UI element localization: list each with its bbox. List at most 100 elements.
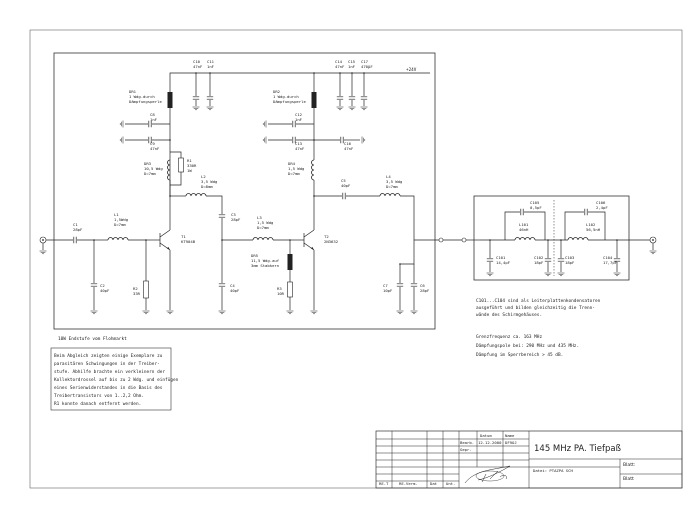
svg-text:1nF: 1nF (207, 64, 215, 69)
svg-text:C4: C4 (230, 283, 235, 288)
svg-text:D=7mm: D=7mm (386, 184, 398, 189)
svg-text:KT904B: KT904B (181, 239, 196, 244)
note-text: Beim Abgleich zeigten einige Exemplare z… (54, 353, 179, 407)
svg-text:R1: R1 (187, 158, 192, 163)
svg-text:C11: C11 (207, 59, 215, 64)
svg-text:3mm Stabkern: 3mm Stabkern (251, 263, 279, 268)
svg-text:C9: C9 (150, 141, 155, 146)
svg-text:18pF: 18pF (534, 260, 544, 265)
svg-text:1nF: 1nF (150, 117, 158, 122)
svg-text:Dat: Dat (430, 481, 437, 486)
svg-text:RE-T: RE-T (379, 481, 389, 486)
svg-text:1nF: 1nF (295, 117, 303, 122)
amplifier-box (53, 52, 436, 330)
svg-text:DR2: DR2 (273, 89, 281, 94)
svg-text:1 Wdg.durch: 1 Wdg.durch (273, 94, 299, 99)
svg-text:17,7pF: 17,7pF (603, 260, 618, 265)
svg-text:28pF: 28pF (231, 217, 241, 222)
svg-text:330R: 330R (187, 163, 197, 168)
svg-text:28pF: 28pF (73, 227, 83, 232)
svg-text:L3: L3 (257, 215, 262, 220)
svg-text:47nF: 47nF (295, 146, 305, 151)
svg-text:10R: 10R (277, 291, 285, 296)
svg-text:R1 konnte danach entfernt werd: R1 konnte danach entfernt werden. (54, 401, 141, 407)
svg-text:Blatt: Blatt (623, 476, 634, 482)
rf-input (39, 236, 73, 255)
svg-text:10,5 Wdg: 10,5 Wdg (144, 166, 163, 171)
transistor-t1 (159, 185, 174, 315)
svg-text:C5: C5 (341, 178, 346, 183)
svg-text:C103: C103 (565, 255, 575, 260)
svg-text:28pF: 28pF (420, 288, 430, 293)
svg-text:40pF: 40pF (100, 288, 110, 293)
svg-text:D=8mm: D=8mm (201, 184, 213, 189)
svg-text:C2: C2 (100, 283, 105, 288)
svg-text:C17: C17 (361, 59, 369, 64)
svg-text:T2: T2 (324, 234, 329, 239)
filter-notes: C101...C104 sind als Leiterplattenkonden… (476, 298, 601, 318)
svg-text:46nH: 46nH (519, 227, 529, 232)
svg-text:33R: 33R (133, 291, 141, 296)
svg-text:C13: C13 (295, 141, 303, 146)
svg-text:1W: 1W (187, 168, 192, 173)
svg-text:40pF: 40pF (230, 288, 240, 293)
svg-text:C102: C102 (534, 255, 544, 260)
svg-text:47nF: 47nF (193, 64, 203, 69)
filter-box (473, 195, 630, 281)
svg-text:stufe. Abhilfe brachte ein ver: stufe. Abhilfe brachte ein verkleinern d… (54, 369, 165, 375)
svg-text:Name: Name (505, 433, 515, 438)
svg-text:DF9OJ: DF9OJ (505, 440, 517, 445)
transistor-t2 (303, 196, 318, 315)
svg-text:3,5 Wdg: 3,5 Wdg (386, 179, 402, 184)
svg-text:Blatt:: Blatt: (623, 462, 636, 468)
svg-text:C106: C106 (596, 200, 606, 205)
rail-label: +24V (406, 67, 417, 73)
svg-text:D=7mm: D=7mm (114, 222, 126, 227)
svg-text:eines Serienwiderstandes in di: eines Serienwiderstandes in die Basis de… (54, 385, 163, 391)
svg-text:2N3632: 2N3632 (324, 239, 339, 244)
svg-text:L2: L2 (201, 174, 206, 179)
svg-text:DR1: DR1 (129, 89, 137, 94)
svg-text:470μF: 470μF (361, 64, 373, 69)
svg-text:L1: L1 (114, 212, 119, 217)
svg-text:Bearb.: Bearb. (460, 440, 474, 445)
svg-text:Dämpfungsperle: Dämpfungsperle (273, 99, 306, 104)
svg-text:D=7mm: D=7mm (288, 171, 300, 176)
svg-text:C10: C10 (193, 59, 201, 64)
svg-text:18pF: 18pF (565, 260, 575, 265)
svg-text:R3: R3 (277, 286, 282, 291)
svg-text:C1: C1 (73, 222, 78, 227)
svg-text:Dämpfung im Sperrbereich > 45: Dämpfung im Sperrbereich > 45 dB. (476, 352, 563, 358)
svg-text:C15: C15 (348, 59, 356, 64)
svg-text:L4: L4 (386, 174, 391, 179)
svg-text:56,5nH: 56,5nH (586, 227, 601, 232)
svg-text:1 Wdg.durch: 1 Wdg.durch (129, 94, 155, 99)
svg-text:3,5 Wdg: 3,5 Wdg (201, 179, 217, 184)
svg-text:C105: C105 (530, 200, 540, 205)
svg-text:C16: C16 (344, 141, 352, 146)
svg-text:RE-Verm.: RE-Verm. (399, 481, 418, 486)
stage-title: 10W Endstufe vom Flohmarkt (58, 336, 127, 342)
svg-text:L102: L102 (586, 222, 596, 227)
svg-text:C7: C7 (383, 283, 388, 288)
svg-text:1,5 Wdg: 1,5 Wdg (288, 166, 304, 171)
svg-text:parasitären Schwingungen in de: parasitären Schwingungen in der Treiber- (54, 361, 160, 367)
svg-text:1nF: 1nF (348, 64, 356, 69)
svg-text:Dämpfungspole bei: 290 MHz und: Dämpfungspole bei: 290 MHz und 435 MHz. (476, 343, 579, 349)
svg-text:D=7mm: D=7mm (144, 171, 156, 176)
svg-text:C12: C12 (295, 112, 303, 117)
rf-output (649, 236, 657, 255)
svg-text:10pF: 10pF (383, 288, 393, 293)
svg-text:1,5Wdg: 1,5Wdg (114, 217, 128, 222)
svg-text:47nF: 47nF (150, 146, 160, 151)
svg-text:R2: R2 (133, 286, 138, 291)
svg-text:1,5 Wdg: 1,5 Wdg (257, 220, 273, 225)
svg-text:14,4pF: 14,4pF (496, 260, 511, 265)
title-block: Datum Name Bearb. 12.12.2000 DF9OJ Gepr.… (375, 430, 683, 489)
svg-text:D=7mm: D=7mm (257, 225, 269, 230)
svg-text:Datei: PTAZPA SCH: Datei: PTAZPA SCH (533, 468, 573, 473)
svg-text:wände des Schirmgehäuses.: wände des Schirmgehäuses. (476, 312, 542, 318)
svg-text:C3: C3 (231, 212, 236, 217)
